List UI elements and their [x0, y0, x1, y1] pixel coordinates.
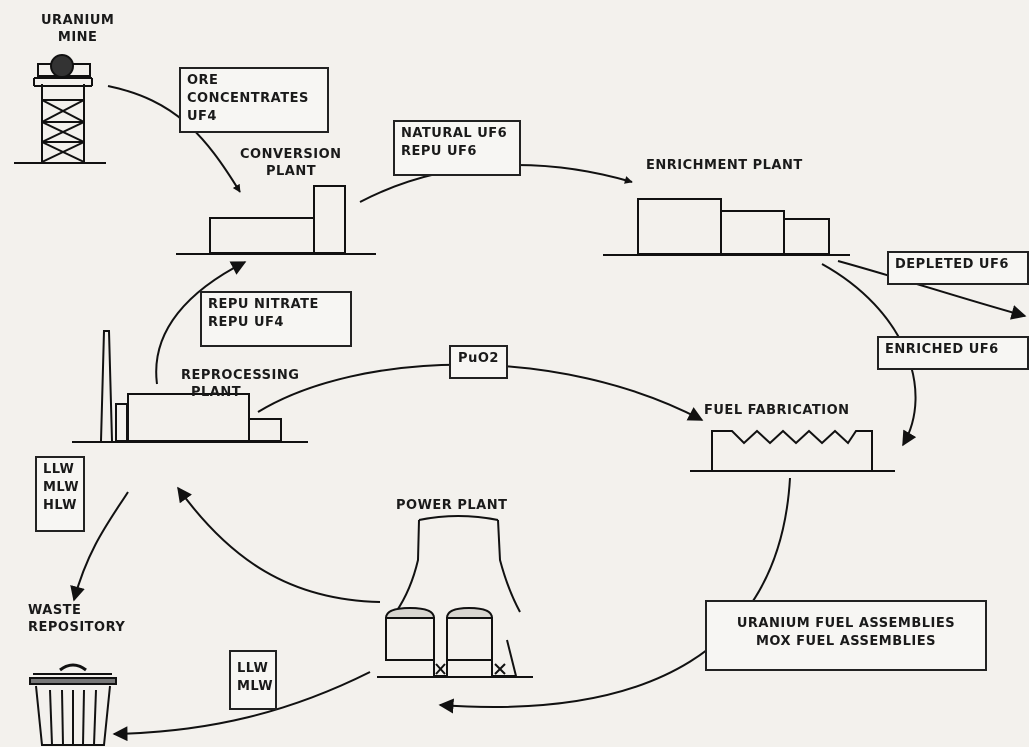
power-plant-waste-line1: LLW — [237, 660, 269, 678]
reprocessing-plant-label: REPROCESSING PLANT — [181, 367, 299, 401]
reprocessing-plant-label-line1: REPROCESSING — [181, 367, 299, 384]
reprocessing-plant-label-line2: PLANT — [181, 384, 299, 401]
waste-repository-label-line1: WASTE — [28, 602, 125, 619]
mine-headframe-icon — [14, 55, 106, 163]
uranium-mine-label-line1: URANIUM — [41, 12, 114, 29]
waste-repository-label: WASTE REPOSITORY — [28, 602, 125, 636]
fuel-assemblies-line2: MOX FUEL ASSEMBLIES — [713, 633, 979, 651]
uranium-mine-label: URANIUM MINE — [41, 12, 114, 46]
waste-repository-label-line2: REPOSITORY — [28, 619, 125, 636]
power-plant-label: POWER PLANT — [396, 497, 507, 514]
puo2-box: PuO2 — [449, 345, 508, 379]
natural-uf6-line1: NATURAL UF6 — [401, 125, 513, 143]
conversion-plant-label: CONVERSION PLANT — [240, 146, 342, 180]
conversion-plant-label-line1: CONVERSION — [240, 146, 342, 163]
reprocessing-waste-line1: LLW — [43, 461, 77, 479]
repu-nitrate-line2: REPU UF4 — [208, 314, 344, 332]
natural-uf6-box: NATURAL UF6 REPU UF6 — [393, 120, 521, 176]
ore-concentrates-line1: ORE — [187, 72, 321, 90]
reprocessing-waste-line3: HLW — [43, 497, 77, 515]
enrichment-plant-building — [603, 199, 850, 255]
repu-nitrate-line1: REPU NITRATE — [208, 296, 344, 314]
trash-can-icon — [30, 665, 116, 745]
conversion-plant-label-line2: PLANT — [240, 163, 342, 180]
power-plant-waste-line2: MLW — [237, 678, 269, 696]
ore-concentrates-line2: CONCENTRATES — [187, 90, 321, 108]
fuel-assemblies-line1: URANIUM FUEL ASSEMBLIES — [713, 615, 979, 633]
power-plant-waste-box: LLW MLW — [229, 650, 277, 710]
conversion-plant-building — [176, 186, 376, 254]
enriched-uf6-box: ENRICHED UF6 — [877, 336, 1029, 370]
repu-nitrate-box: REPU NITRATE REPU UF4 — [200, 291, 352, 347]
power-plant-building — [377, 516, 533, 677]
fuel-fabrication-building — [690, 431, 895, 471]
ore-concentrates-line3: UF4 — [187, 108, 321, 126]
fuel-fabrication-label: FUEL FABRICATION — [704, 402, 850, 419]
depleted-uf6-box: DEPLETED UF6 — [887, 251, 1029, 285]
natural-uf6-line2: REPU UF6 — [401, 143, 513, 161]
reprocessing-waste-line2: MLW — [43, 479, 77, 497]
uranium-mine-label-line2: MINE — [41, 29, 114, 46]
reprocessing-waste-box: LLW MLW HLW — [35, 456, 85, 532]
enrichment-plant-label: ENRICHMENT PLANT — [646, 157, 803, 174]
ore-concentrates-box: ORE CONCENTRATES UF4 — [179, 67, 329, 133]
arrow-power-plant-to-reprocessing — [178, 488, 380, 602]
fuel-assemblies-box: URANIUM FUEL ASSEMBLIES MOX FUEL ASSEMBL… — [705, 600, 987, 671]
